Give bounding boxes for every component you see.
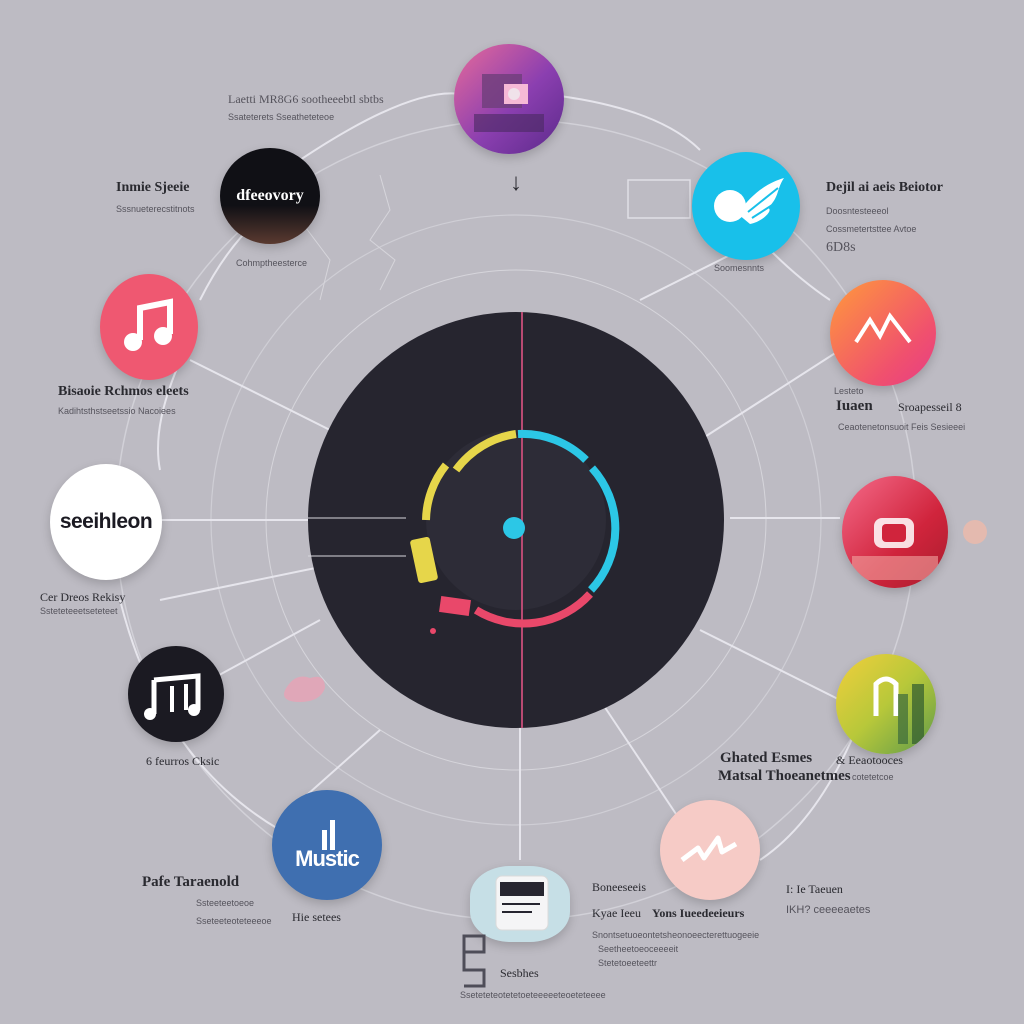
wing-caption: Soomesnnts (714, 263, 765, 273)
pink-title-3: Yons Iueedeeieurs (652, 906, 745, 920)
red-music-subtitle: Kadihtsthstseetssio Nacoiees (58, 406, 176, 416)
white-brand-caption: Cer Dreos Rekisy (40, 590, 126, 604)
wing-icon (714, 178, 784, 224)
photo-icon (852, 518, 938, 580)
music-blue-subtitle-1: Ssteeteetoeoe (196, 898, 255, 908)
tablet-subtitle-1: Snontsetuoeontetsheonoeecterettuogeeie (592, 930, 760, 940)
tablet-device-node[interactable] (470, 866, 570, 942)
building-side-2: cotetetcoe (852, 772, 894, 782)
discovery-wordmark: dfeeovory (236, 187, 304, 204)
pink-side-2: IKH? ceeeeaetes (786, 904, 871, 916)
building-icon (873, 676, 924, 744)
tablet-icon (495, 875, 549, 931)
top-left-subtitle: Ssateterets Sseatheteteoe (228, 112, 335, 122)
music-blue-caption: Hie setees (292, 910, 341, 924)
red-music-node[interactable] (100, 274, 198, 380)
logo-glyph-icon (462, 934, 486, 988)
mountain-prelabel: Lesteto (834, 386, 864, 396)
music-blue-node[interactable]: Mustic (272, 790, 382, 900)
tablet-bottom-text: Sseteteteotetetoeteeeeeteoeteteeee (460, 990, 606, 1000)
pink-title-1: Boneeseeis (592, 880, 646, 894)
red-photo-node[interactable] (842, 476, 948, 588)
white-brand-subtitle: Ssteteteeetseteteet (40, 606, 118, 616)
pink-title-2: Kyae Ieeu (592, 906, 641, 920)
pink-wave-node[interactable] (660, 800, 760, 900)
building-title-1: Ghated Esmes (720, 750, 813, 766)
music-notes-icon (144, 673, 201, 720)
black-music-caption: 6 feurros Cksic (146, 754, 220, 768)
top-left-title: Laetti MR8G6 sootheeebtl sbtbs (228, 92, 384, 106)
wing-subtitle-2: Cossmetertsttee Avtoe (826, 224, 917, 234)
building-logo-node[interactable] (836, 654, 936, 754)
top-arrow-icon: ↓ (510, 170, 522, 196)
black-music-node[interactable] (128, 646, 224, 742)
center-vinyl-disc (308, 312, 724, 728)
wing-logo-node[interactable] (692, 152, 800, 260)
wing-subtitle-1: Doosntesteeeol (826, 206, 889, 216)
mountain-title-1: Iuaen (836, 398, 873, 414)
discovery-caption: Cohmptheesterce (236, 258, 308, 268)
mountain-title-2: Sroapesseil 8 (898, 400, 962, 414)
pink-side-1: I: Ie Taeuen (786, 882, 843, 896)
white-brand-wordmark: seeihleon (59, 510, 153, 533)
equalizer-icon (322, 820, 335, 850)
music-blue-wordmark: Mustic (295, 846, 360, 871)
music-blue-title: Pafe Taraenold (142, 874, 240, 890)
red-music-title: Bisaoie Rchmos eleets (58, 384, 189, 399)
discovery-title: Inmie Sjeeie (116, 180, 190, 195)
building-title-2: Matsal Thoeanetmes (718, 768, 851, 784)
discovery-node[interactable]: dfeeovory (220, 148, 320, 244)
mountain-icon (854, 312, 912, 344)
wing-title: Dejil ai aeis Beiotor (826, 180, 944, 195)
photo-icon (474, 74, 544, 132)
top-photo-node[interactable] (454, 44, 564, 154)
music-note-icon (124, 298, 173, 351)
mountain-subtitle: Ceaotenetonsuoit Feis Sesieeei (838, 422, 966, 432)
wave-icon (680, 835, 738, 862)
white-brand-node[interactable]: seeihleon (50, 464, 162, 580)
tablet-subtitle-3: Stetetoeeteettr (598, 958, 658, 968)
building-side-1: & Eeaotooces (836, 753, 903, 767)
mountain-logo-node[interactable] (830, 280, 936, 386)
wing-value: 6D8s (826, 240, 856, 255)
music-blue-subtitle-2: Sseteeteoteteeeoe (196, 916, 272, 926)
tablet-subtitle-2: Seetheetoeoceeeeit (598, 944, 679, 954)
tablet-caption: Sesbhes (500, 966, 539, 980)
discovery-subtitle: Sssnueterecstitnots (116, 204, 195, 214)
